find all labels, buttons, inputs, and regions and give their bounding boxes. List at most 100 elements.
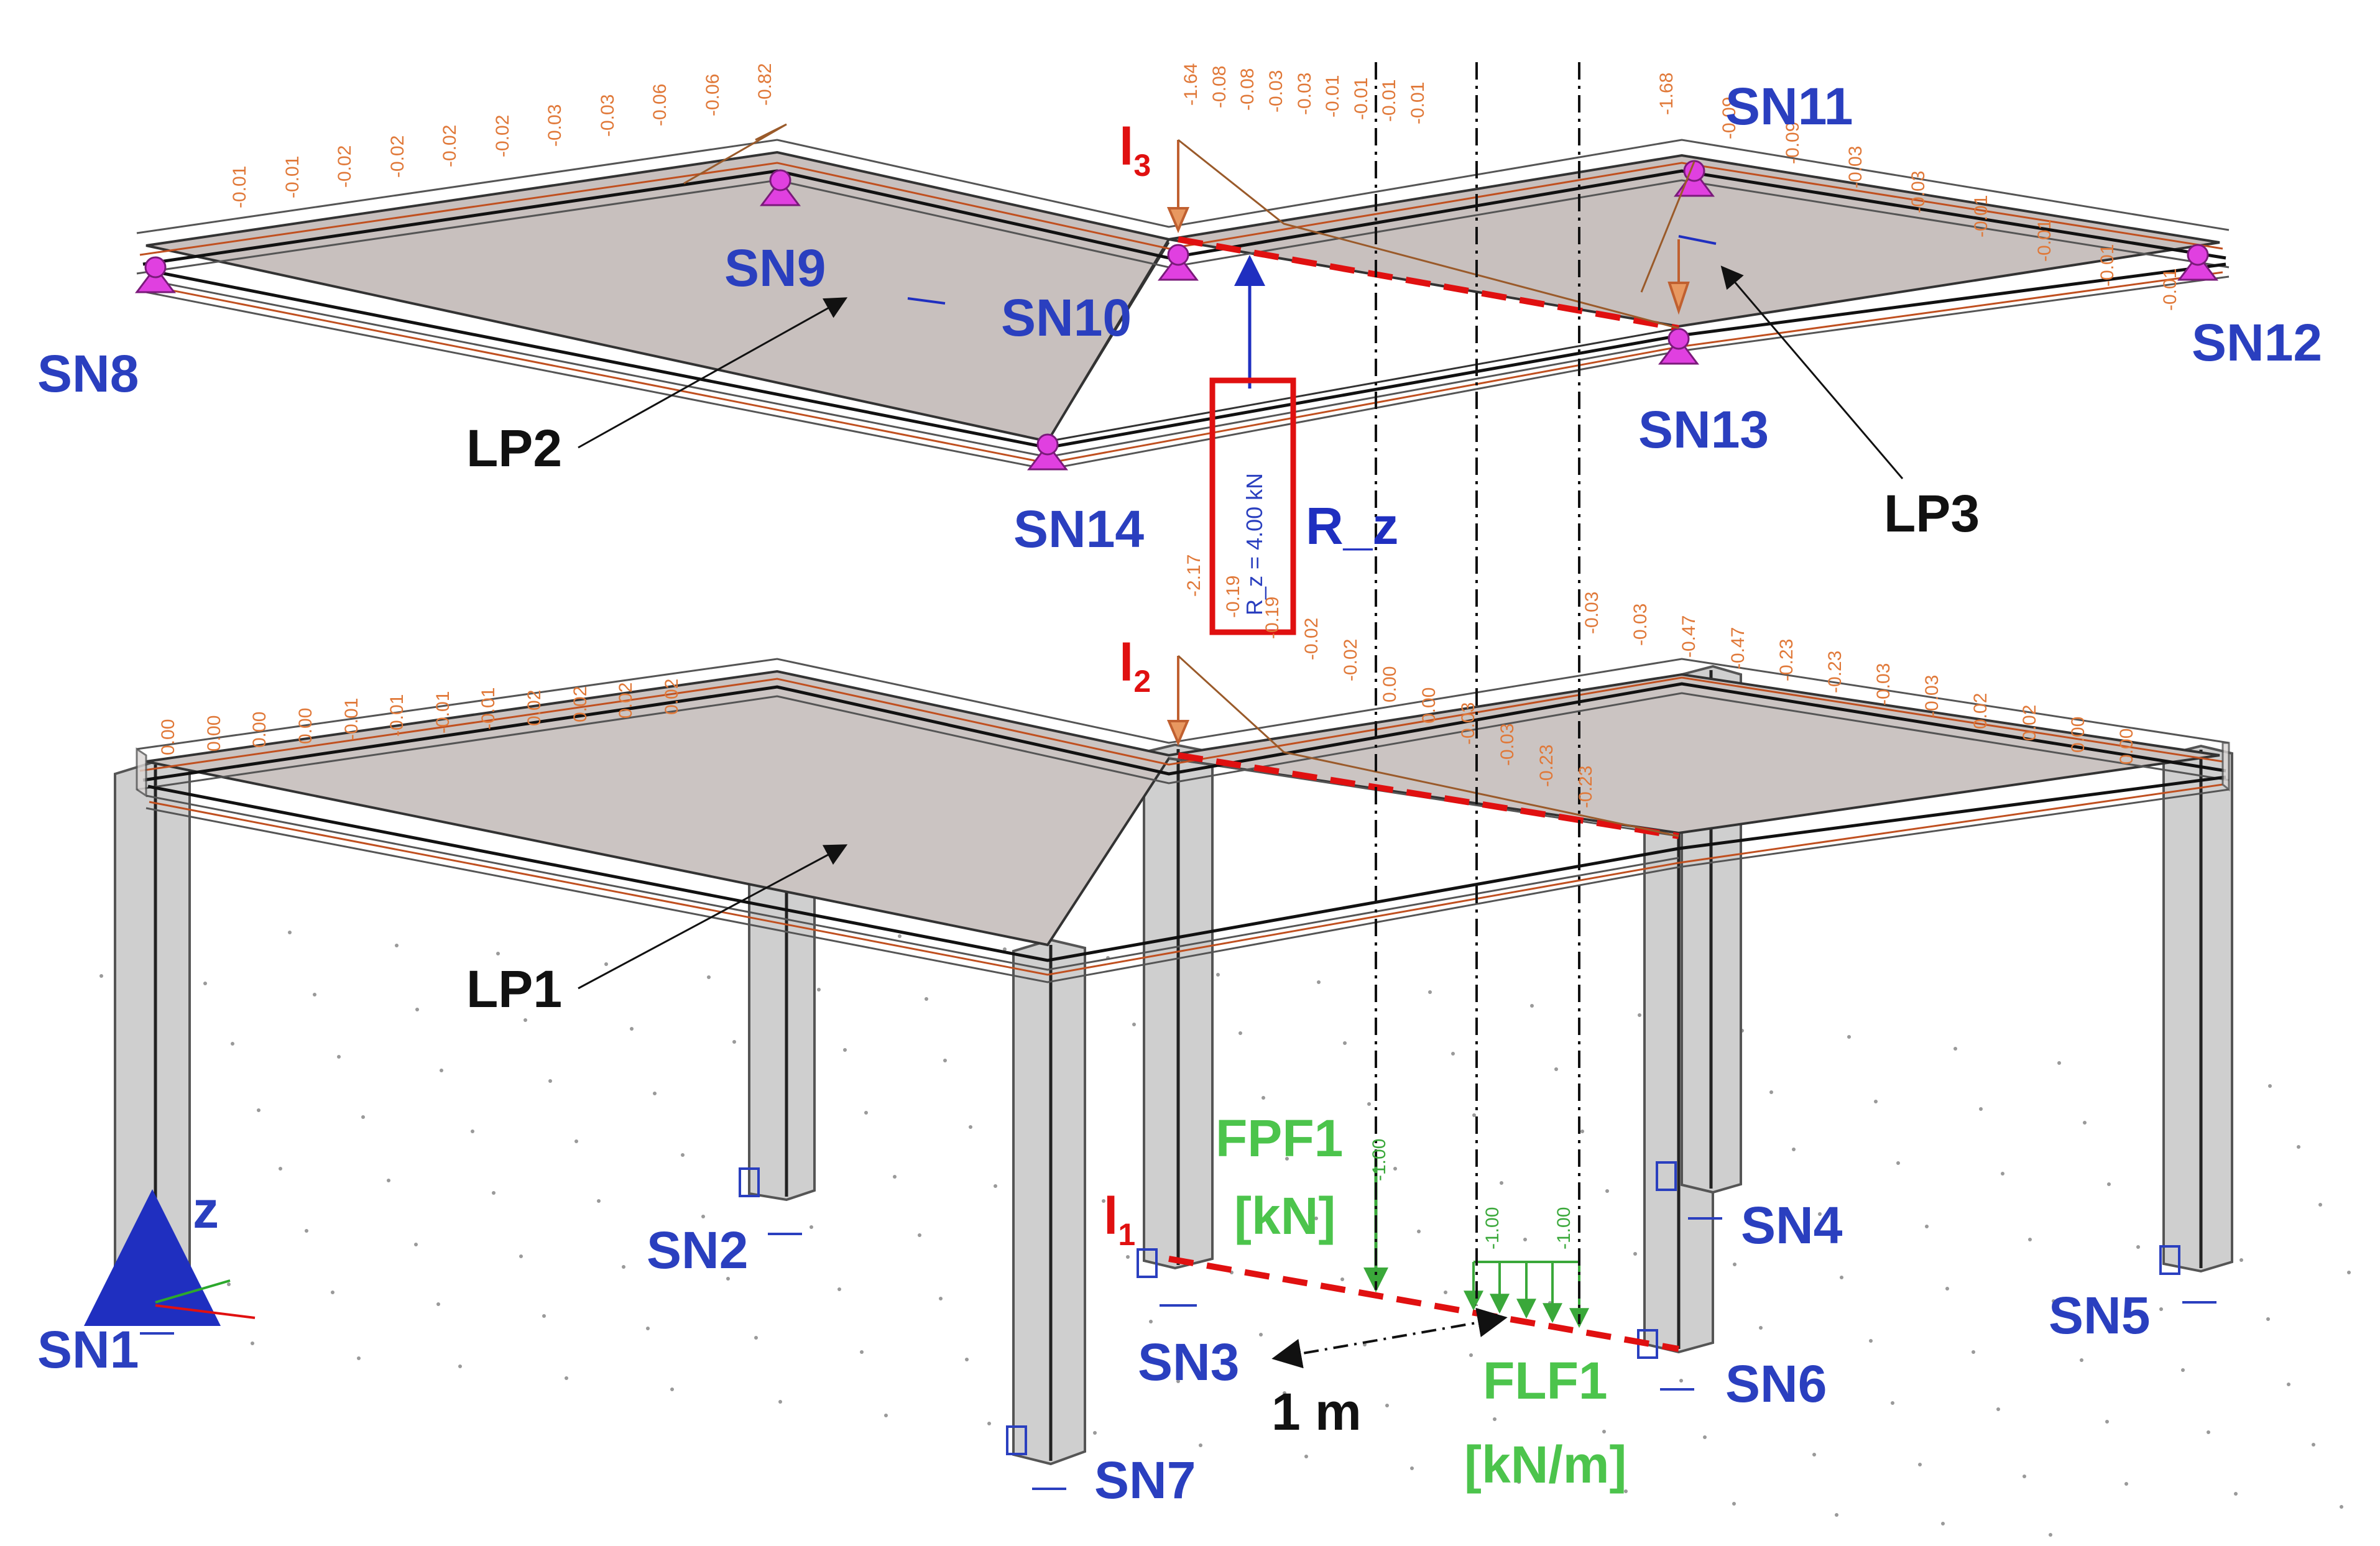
grid-dot: [622, 1265, 625, 1269]
grid-dot: [2136, 1245, 2140, 1249]
grid-dot: [630, 1027, 634, 1031]
upper-left-value: -0.02: [492, 115, 513, 157]
lower-mid-value: -0.19: [1262, 597, 1283, 639]
lower-right-value: -0.03: [1873, 663, 1894, 706]
lp1-leader: [578, 844, 848, 990]
upper-left-value: -0.06: [703, 74, 723, 116]
grid-dot: [2234, 1492, 2238, 1496]
lower-mid-value: -0.23: [1536, 745, 1557, 787]
upper-structure: [136, 139, 2230, 471]
lower-right-value: -0.47: [1728, 627, 1748, 669]
grid-dots: [99, 918, 2351, 1537]
grid-dot: [1602, 1430, 1606, 1433]
grid-dot: [2312, 1443, 2315, 1447]
lower-left-value: -0.01: [478, 688, 499, 730]
upper-right-value: -0.01: [2034, 219, 2055, 262]
lower-left-value: 0.00: [249, 712, 270, 748]
grid-dot: [1317, 980, 1321, 984]
label-sn12: SN12: [2192, 313, 2322, 372]
lower-left-value: 0.00: [204, 715, 224, 752]
grid-dot: [1102, 1199, 1105, 1203]
upper-mid-value: -0.03: [1294, 73, 1315, 115]
grid-dot: [925, 997, 928, 1001]
lower-left-value: 0.00: [295, 708, 316, 744]
upper-left-value: -0.01: [229, 166, 250, 208]
grid-dot: [2318, 1203, 2322, 1207]
grid-dot: [2347, 1271, 2351, 1274]
support-sn5-icon: [2159, 1245, 2216, 1304]
upper-left-value: -0.03: [545, 104, 565, 147]
grid-dot: [2181, 1368, 2185, 1372]
label-sn10: SN10: [1001, 288, 1132, 347]
label-rz: R_z: [1306, 497, 1398, 555]
upper-right-value: -0.09: [1783, 122, 1803, 164]
label-sn14: SN14: [1013, 500, 1144, 558]
label-sn9: SN9: [724, 239, 826, 297]
label-l3: l3: [1119, 117, 1151, 183]
label-sn8: SN8: [37, 344, 139, 403]
grid-dot: [1812, 1453, 1816, 1456]
grid-dot: [1343, 1041, 1347, 1045]
grid-dot: [1818, 1212, 1822, 1216]
grid-dot: [415, 1008, 419, 1011]
lower-right-value: -0.03: [1630, 604, 1651, 646]
flf1-value-1: -1.00: [1482, 1207, 1503, 1249]
grid-dot: [837, 1287, 841, 1291]
grid-dot: [1840, 1276, 1843, 1279]
grid-dot: [440, 1069, 443, 1072]
grid-dot: [1523, 1238, 1527, 1241]
grid-dot: [458, 1364, 462, 1368]
lower-right-value: -0.23: [1776, 639, 1797, 681]
grid-dot: [1493, 1417, 1497, 1421]
label-sn13: SN13: [1638, 400, 1769, 459]
grid-dot: [1554, 1067, 1558, 1071]
grid-dot: [1874, 1100, 1878, 1103]
upper-right-value: -0.09: [1719, 97, 1740, 139]
grid-dot: [2266, 1317, 2270, 1321]
grid-dot: [778, 1400, 782, 1404]
grid-dot: [1624, 1489, 1628, 1493]
grid-dot: [1869, 1339, 1873, 1343]
grid-dot: [864, 1111, 868, 1115]
grid-dot: [1530, 1004, 1534, 1008]
grid-dot: [2057, 1061, 2061, 1065]
grid-dot: [1093, 1431, 1097, 1435]
lower-right-value: 0.02: [2019, 705, 2040, 741]
upper-right-value: -0.03: [1908, 171, 1929, 213]
grid-dot: [1945, 1287, 1949, 1291]
grid-dot: [2107, 1182, 2111, 1186]
grid-dot: [597, 1199, 601, 1203]
lower-mid-value: 0.00: [1419, 688, 1439, 724]
grid-dot: [1428, 990, 1432, 994]
grid-dot: [357, 1356, 361, 1360]
label-sn3: SN3: [1138, 1333, 1239, 1391]
label-flf1: FLF1: [1483, 1351, 1608, 1410]
grid-dot: [2105, 1420, 2109, 1424]
label-sn11: SN11: [1725, 77, 1853, 136]
grid-dot: [1769, 1090, 1773, 1094]
lower-right-value: 0.00: [2068, 717, 2088, 753]
upper-mid-value: -0.01: [1408, 82, 1428, 124]
support-sn8-icon: [135, 256, 176, 293]
section-lines: [1375, 62, 1580, 1324]
grid-dot: [1918, 1463, 1922, 1466]
label-sn7: SN7: [1094, 1451, 1196, 1509]
grid-dot: [1126, 1255, 1130, 1259]
grid-dot: [707, 975, 711, 979]
grid-dot: [1638, 1013, 1641, 1017]
upper-mid-value: -0.01: [1351, 78, 1372, 120]
grid-dot: [1444, 1291, 1447, 1294]
grid-dot: [2287, 1383, 2290, 1386]
slab-lp3: [1168, 154, 2220, 328]
grid-dot: [1580, 1130, 1584, 1133]
support-sn7-icon: [1006, 1425, 1066, 1490]
upper-left-value: -0.02: [387, 136, 408, 178]
dimension-1m: [1271, 1307, 1508, 1369]
grid-dot: [1238, 1031, 1242, 1035]
grid-dot: [1285, 1157, 1289, 1161]
support-sn4-icon: [1656, 1161, 1722, 1220]
grid-dot: [943, 1059, 947, 1062]
lower-right-value: -0.03: [1582, 592, 1602, 634]
grid-dot: [1472, 1113, 1476, 1117]
grid-dot: [2080, 1358, 2083, 1362]
